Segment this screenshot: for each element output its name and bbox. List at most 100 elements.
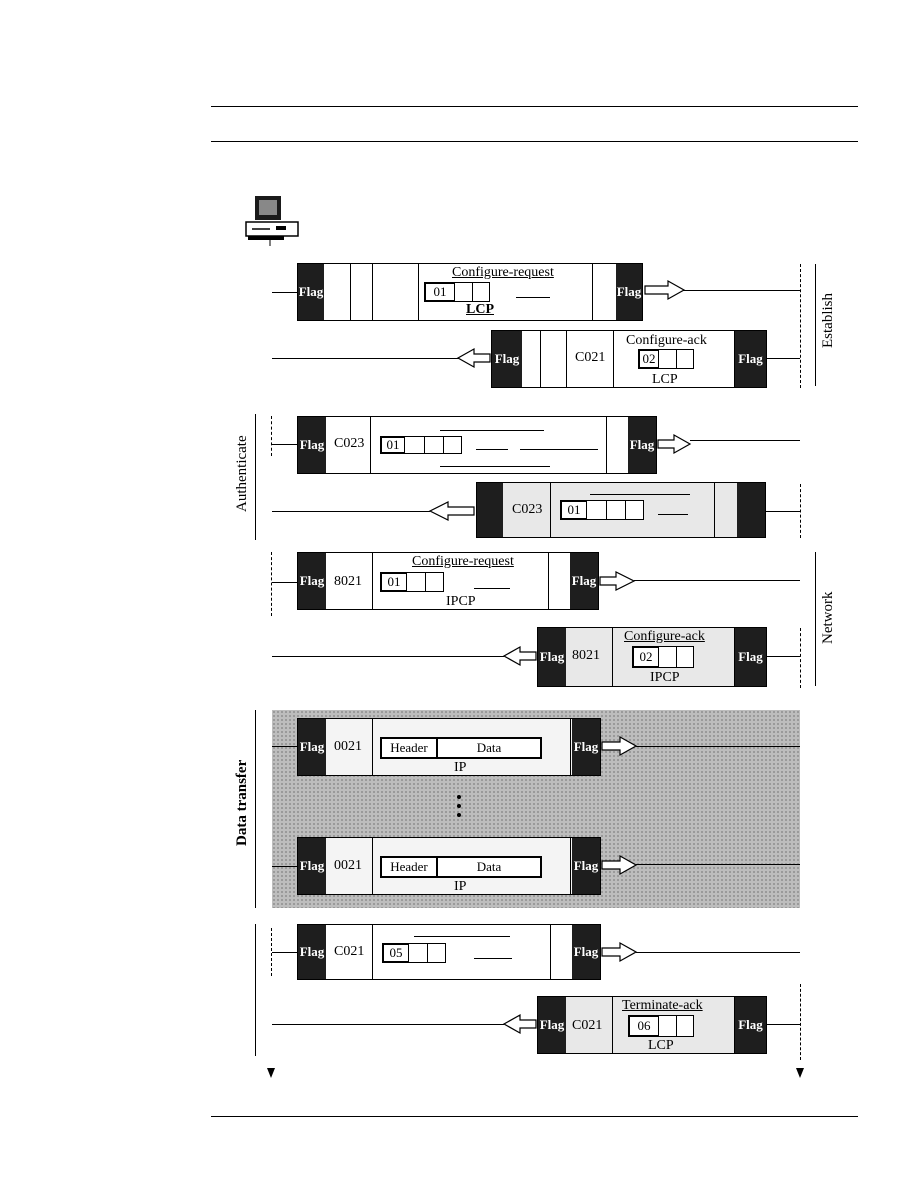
frame7-header: Header [381, 738, 437, 758]
frame5-layer: IPCP [446, 594, 476, 609]
phase-data-transfer-label: Data transfer [234, 759, 250, 846]
frame8-flag-end: Flag [572, 838, 600, 894]
right-time-arrow [796, 1068, 804, 1078]
frame10-title: Terminate-ack [622, 998, 703, 1013]
frame2-subdivider [676, 350, 677, 368]
frame7-line-out [636, 746, 800, 747]
frame8-protocol: 0021 [334, 858, 362, 873]
frame5-flag-start: Flag [298, 553, 326, 609]
frame5-line-out [634, 580, 800, 581]
frame6-line-in [767, 656, 800, 657]
frame5-title: Configure-request [412, 554, 514, 569]
header-rule-top [211, 106, 858, 107]
frame10-line-in [767, 1024, 800, 1025]
frame8-header: Header [381, 857, 437, 877]
frame3-flag-end: Flag [628, 417, 656, 473]
frame9-line-out [636, 952, 800, 953]
arrow-left-icon [428, 501, 475, 521]
left-time-arrow [267, 1068, 275, 1078]
frame4-flag-start [477, 483, 503, 537]
frame2-line-in [767, 358, 800, 359]
frame10-protocol: C021 [572, 1018, 603, 1033]
frame4-code: 01 [561, 501, 587, 519]
frame1-divider [372, 264, 373, 320]
frame2-title: Configure-ack [626, 333, 707, 348]
frame1-title: Configure-request [452, 265, 554, 280]
frame3-line-out [690, 440, 800, 441]
frame2-layer: LCP [652, 372, 678, 387]
frame5-subdivider [425, 573, 426, 591]
frame8-data: Data [437, 857, 541, 877]
frame3-layer-line [440, 466, 550, 467]
ellipsis-dot [457, 804, 461, 808]
frame4-divider [714, 483, 715, 537]
frame6-divider [612, 628, 613, 686]
ellipsis-dot [457, 813, 461, 817]
frame9-divider [372, 925, 373, 979]
frame6-flag-start: Flag [538, 628, 566, 686]
frame6-protocol: 8021 [572, 648, 600, 663]
right-timeline-4 [800, 984, 801, 1060]
frame9-subdivider [427, 944, 428, 962]
frame9-flag-start: Flag [298, 925, 326, 979]
frame10-divider [734, 997, 735, 1053]
frame2-flag-end: Flag [735, 331, 766, 387]
phase-authenticate-label: Authenticate [234, 435, 250, 512]
frame6-layer: IPCP [650, 670, 680, 685]
header-rule-bottom [211, 141, 858, 142]
frame9-flag-end: Flag [572, 925, 600, 979]
frame7-divider [372, 719, 373, 775]
frame3 [297, 416, 657, 474]
frame3-divider [370, 417, 371, 473]
frame9-divider [550, 925, 551, 979]
frame10-flag-start: Flag [538, 997, 566, 1053]
arrow-left-icon [502, 645, 537, 667]
frame2-divider [540, 331, 541, 387]
frame3-code: 01 [381, 437, 405, 453]
frame4-line-in [766, 511, 800, 512]
frame2-divider [613, 331, 614, 387]
frame10-flag-end: Flag [735, 997, 766, 1053]
frame5-code: 01 [381, 573, 407, 591]
right-timeline-1 [800, 264, 801, 388]
frame5-field-line [474, 588, 510, 589]
frame7-data: Data [437, 738, 541, 758]
frame5-line-in [272, 582, 298, 583]
frame4-protocol: C023 [512, 502, 543, 517]
frame1-divider [350, 264, 351, 320]
frame1-divider [418, 264, 419, 320]
terminate-bracket [255, 924, 256, 1056]
frame2-protocol: C021 [575, 350, 606, 365]
frame5-flag-end: Flag [570, 553, 598, 609]
arrow-left-icon [456, 347, 491, 369]
frame5-divider [548, 553, 549, 609]
arrow-left-icon [502, 1013, 537, 1035]
frame1-code: 01 [425, 283, 455, 301]
frame3-subdivider [443, 437, 444, 453]
phase-network-label: Network [820, 591, 836, 645]
frame1-line-in [272, 292, 298, 293]
frame10-code: 06 [629, 1016, 659, 1036]
frame10-divider [612, 997, 613, 1053]
frame4-subdivider [625, 501, 626, 519]
frame8-layer: IP [454, 879, 467, 894]
frame8-divider [372, 838, 373, 894]
frame7-divider [570, 719, 571, 775]
frame4-subdivider [606, 501, 607, 519]
frame1-field-line [516, 297, 550, 298]
frame4-divider [550, 483, 551, 537]
frame6-code: 02 [633, 647, 659, 667]
arrow-right-icon [644, 279, 686, 301]
frame10-layer: LCP [648, 1038, 674, 1053]
frame10-line-out [272, 1024, 504, 1025]
left-timeline-3 [271, 928, 272, 976]
frame7-layer: IP [454, 760, 467, 775]
establish-bracket [815, 264, 816, 386]
right-timeline-3 [800, 628, 801, 688]
frame5-divider [372, 553, 373, 609]
frame4-flag-end [737, 483, 765, 537]
frame3-line-in [272, 444, 298, 445]
frame9-code: 05 [383, 944, 409, 962]
frame7-protocol: 0021 [334, 739, 362, 754]
